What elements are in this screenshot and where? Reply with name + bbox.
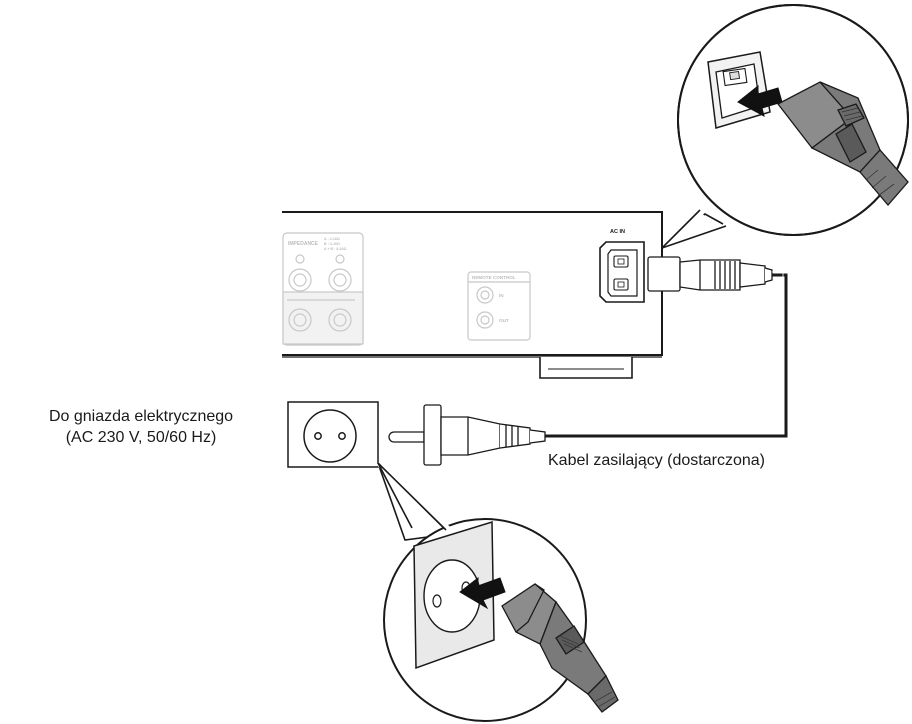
outlet-label: Do gniazda elektrycznego (AC 230 V, 50/6… (6, 406, 276, 448)
inlet-zoom-bubble (661, 4, 909, 249)
mains-plug (388, 404, 546, 466)
insert-arrow-icon (459, 576, 506, 610)
outlet-label-line1: Do gniazda elektrycznego (48, 408, 234, 425)
speaker-terminals (282, 232, 364, 346)
power-cable (545, 273, 788, 438)
insert-arrow-icon-2 (737, 84, 783, 117)
mains-plug-closeup (501, 583, 619, 713)
remote-control-jacks (467, 271, 531, 341)
outlet-zoom-bubble (376, 461, 619, 722)
ac-inlet-socket (599, 241, 645, 303)
power-cord-iec-plug (647, 256, 773, 292)
remote-control-label: REMOTE CONTROL (472, 275, 516, 280)
remote-out-label: OUT (499, 318, 509, 323)
wall-outlet (287, 401, 379, 468)
remote-in-label: IN (499, 293, 504, 298)
impedance-b-label: B : 4-16Ω (324, 242, 340, 246)
impedance-ab-label: A + B : 8-16Ω (324, 247, 347, 251)
device-rear-panel: IMPEDANCE A : 4-16Ω B : 4-16Ω A + B : 8-… (282, 211, 663, 379)
power-cord-label: Kabel zasilający (dostarczona) (548, 452, 765, 469)
impedance-a-label: A : 4-16Ω (324, 237, 340, 241)
impedance-label: IMPEDANCE (288, 241, 319, 247)
outlet-label-line2: (AC 230 V, 50/60 Hz) (65, 429, 217, 446)
iec-plug-closeup (777, 81, 909, 206)
ac-in-label: AC IN (610, 229, 625, 235)
